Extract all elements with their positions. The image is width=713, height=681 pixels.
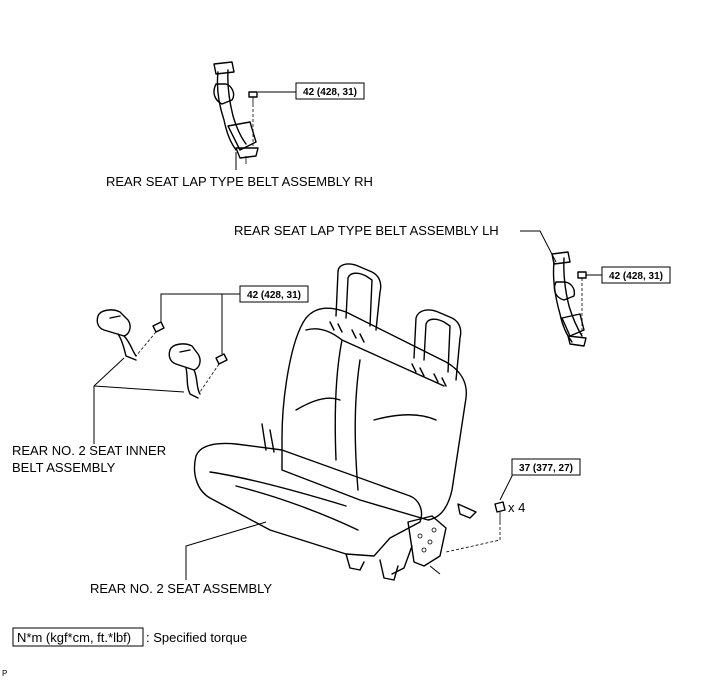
label-seat-assembly: REAR NO. 2 SEAT ASSEMBLY — [90, 581, 272, 596]
torque-value-inner-belt: 42 (428, 31) — [247, 290, 301, 301]
torque-value-belt-lh: 42 (428, 31) — [609, 271, 663, 282]
torque-box-inner-belt: 42 (428, 31) — [239, 285, 309, 303]
legend-description: : Specified torque — [146, 630, 247, 645]
torque-box-seat: 37 (377, 27) — [511, 458, 581, 476]
torque-value-seat: 37 (377, 27) — [519, 463, 573, 474]
torque-box-belt-rh: 42 (428, 31) — [295, 82, 365, 100]
rear-no2-seat-inner-belt-illustration — [93, 293, 240, 444]
rear-seat-lap-belt-lh-illustration — [551, 251, 602, 347]
rear-no2-seat-assembly-illustration — [185, 263, 513, 581]
corner-mark: P — [2, 669, 7, 678]
torque-box-belt-lh: 42 (428, 31) — [601, 266, 671, 284]
legend-unit-box: N*m (kgf*cm, ft.*lbf) — [17, 630, 131, 645]
label-belt-rh: REAR SEAT LAP TYPE BELT ASSEMBLY RH — [106, 174, 373, 189]
label-belt-lh: REAR SEAT LAP TYPE BELT ASSEMBLY LH — [234, 223, 499, 238]
belt-lh-leader — [520, 230, 557, 263]
torque-value-belt-rh: 42 (428, 31) — [303, 87, 357, 98]
rear-seat-lap-belt-rh-illustration — [213, 61, 296, 164]
seat-bolt-quantity: x 4 — [508, 500, 525, 515]
label-inner-belt-line2: BELT ASSEMBLY — [12, 460, 116, 475]
label-inner-belt-line1: REAR NO. 2 SEAT INNER — [12, 443, 166, 458]
torque-legend: N*m (kgf*cm, ft.*lbf) : Specified torque — [12, 627, 247, 647]
